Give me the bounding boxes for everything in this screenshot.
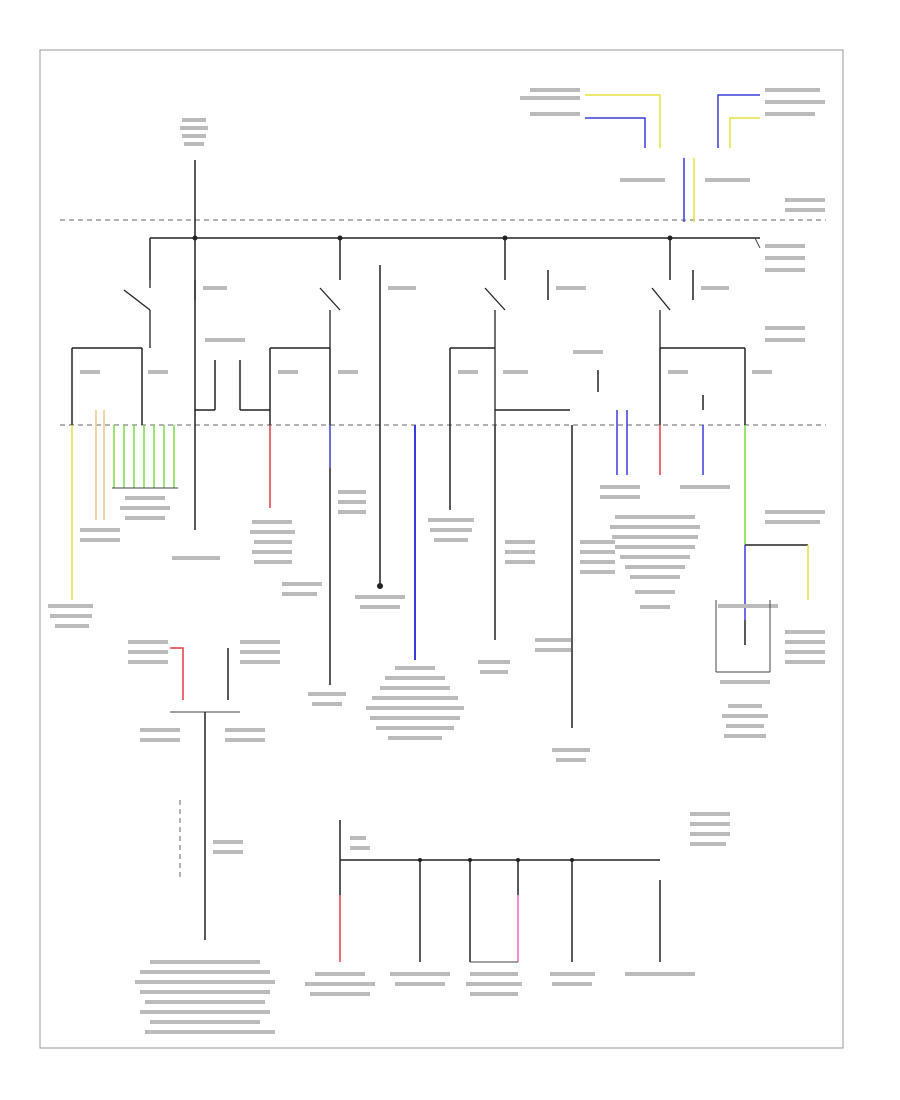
fuse-bus-right-mid	[449, 347, 603, 425]
top-right-feeds	[520, 88, 825, 222]
bottom-branch-circuits	[339, 860, 661, 963]
fuse-bus-right	[659, 347, 772, 425]
battery-label-text	[180, 118, 208, 146]
bottom-left-splice	[128, 640, 280, 1034]
right-mid-ground-path	[535, 425, 615, 762]
main-power-bus	[149, 235, 760, 280]
battery-feed	[180, 118, 208, 530]
red-circuit-left	[250, 425, 295, 564]
fuse-bus-mid	[269, 347, 358, 425]
relay-contacts	[123, 237, 805, 425]
note-block	[690, 812, 730, 846]
left-yellow-circuits	[48, 410, 120, 628]
ground-path-mid	[355, 425, 405, 609]
bottom-branch-labels	[305, 972, 695, 996]
green-fuse-bundle	[112, 425, 178, 520]
bottom-bus	[339, 820, 660, 862]
blue-control-path	[282, 425, 366, 706]
right-color-circuits	[600, 410, 730, 609]
fuse-bus-left	[71, 338, 270, 425]
blue-trunk	[366, 425, 464, 740]
diagram-frame	[39, 49, 844, 1049]
far-right-green-circuit	[715, 425, 825, 738]
mid-grey-wires	[428, 425, 535, 674]
